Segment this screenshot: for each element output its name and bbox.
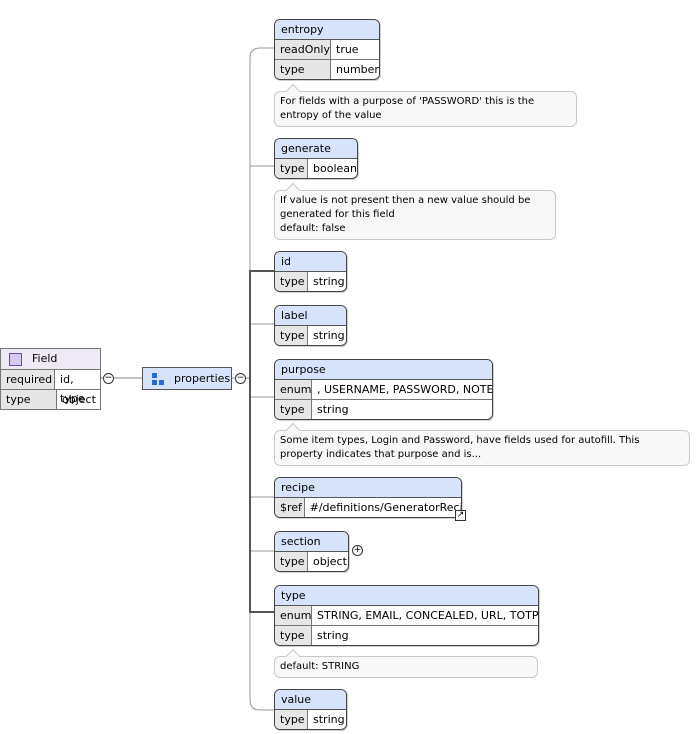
- node-value[interactable]: value type string: [274, 689, 347, 730]
- root-field-header: Field: [1, 349, 100, 370]
- node-row-value: STRING, EMAIL, CONCEALED, URL, TOTP, ...: [317, 609, 538, 622]
- node-generate[interactable]: generate type boolean: [274, 138, 358, 179]
- node-row-key: type: [275, 400, 312, 419]
- node-title: label: [275, 306, 346, 326]
- note-generate: If value is not present then a new value…: [274, 190, 556, 240]
- node-title: value: [275, 690, 346, 710]
- node-row: $ref #/definitions/GeneratorRecipe: [275, 498, 461, 517]
- node-row-key: readOnly: [275, 40, 331, 59]
- node-type[interactable]: type enum STRING, EMAIL, CONCEALED, URL,…: [274, 585, 539, 646]
- collapse-root-icon[interactable]: −: [103, 373, 114, 384]
- node-title: id: [275, 252, 346, 272]
- object-icon: [9, 352, 22, 366]
- node-purpose[interactable]: purpose enum , USERNAME, PASSWORD, NOTES…: [274, 359, 493, 420]
- node-row: readOnly true: [275, 40, 379, 60]
- node-title: type: [275, 586, 538, 606]
- node-row: enum STRING, EMAIL, CONCEALED, URL, TOTP…: [275, 606, 538, 626]
- node-row: type object: [275, 552, 348, 571]
- node-row-key: type: [275, 159, 308, 178]
- external-link-icon[interactable]: ↗: [455, 510, 466, 521]
- node-row-value: , USERNAME, PASSWORD, NOTES: [317, 383, 492, 396]
- note-entropy: For fields with a purpose of 'PASSWORD' …: [274, 91, 577, 127]
- expand-section-icon[interactable]: +: [352, 545, 363, 556]
- root-field-title: Field: [32, 352, 58, 365]
- root-field-node: Field required id, type type object: [0, 348, 101, 410]
- node-section[interactable]: section type object: [274, 531, 349, 572]
- root-row-required: required id, type: [1, 370, 100, 405]
- note-purpose: Some item types, Login and Password, hav…: [274, 430, 690, 466]
- root-row-value: id, type: [60, 373, 85, 405]
- root-row-key: required: [1, 370, 56, 389]
- node-row: enum , USERNAME, PASSWORD, NOTES: [275, 380, 492, 400]
- node-row-value: string: [317, 629, 349, 642]
- node-recipe[interactable]: recipe $ref #/definitions/GeneratorRecip…: [274, 477, 462, 518]
- node-row: type string: [275, 626, 538, 645]
- node-row-value: boolean: [313, 162, 357, 175]
- root-row-type: type object: [1, 390, 100, 409]
- node-title: purpose: [275, 360, 492, 380]
- node-row-key: type: [275, 552, 308, 571]
- node-row: type string: [275, 272, 346, 291]
- node-row-value: string: [313, 713, 345, 726]
- properties-node[interactable]: properties: [142, 367, 232, 390]
- node-row: type boolean: [275, 159, 357, 178]
- node-row-value: number: [336, 63, 379, 76]
- node-row-value: true: [336, 43, 359, 56]
- node-id[interactable]: id type string: [274, 251, 347, 292]
- node-row: type string: [275, 326, 346, 345]
- node-row-value: #/definitions/GeneratorRecipe: [309, 501, 461, 514]
- node-row-key: enum: [275, 380, 312, 399]
- note-type: default: STRING: [274, 656, 538, 678]
- node-label[interactable]: label type string: [274, 305, 347, 346]
- node-row-key: type: [275, 272, 308, 291]
- node-row-value: string: [313, 275, 345, 288]
- node-row-value: string: [313, 329, 345, 342]
- properties-label: properties: [174, 372, 231, 385]
- node-row-key: type: [275, 326, 308, 345]
- root-row-key: type: [1, 390, 57, 409]
- collapse-properties-icon[interactable]: −: [235, 373, 246, 384]
- node-row-key: enum: [275, 606, 312, 625]
- properties-icon: [152, 372, 166, 385]
- node-title: generate: [275, 139, 357, 159]
- node-row: type number: [275, 60, 379, 79]
- node-row-key: type: [275, 626, 312, 645]
- root-row-value: object: [62, 393, 96, 406]
- node-row: type string: [275, 400, 492, 419]
- node-row: type string: [275, 710, 346, 729]
- node-row-key: $ref: [275, 498, 305, 517]
- node-title: section: [275, 532, 348, 552]
- node-entropy[interactable]: entropy readOnly true type number: [274, 19, 380, 80]
- node-row-value: object: [313, 555, 347, 568]
- node-row-key: type: [275, 60, 331, 79]
- node-title: recipe: [275, 478, 461, 498]
- node-row-value: string: [317, 403, 349, 416]
- node-title: entropy: [275, 20, 379, 40]
- node-row-key: type: [275, 710, 308, 729]
